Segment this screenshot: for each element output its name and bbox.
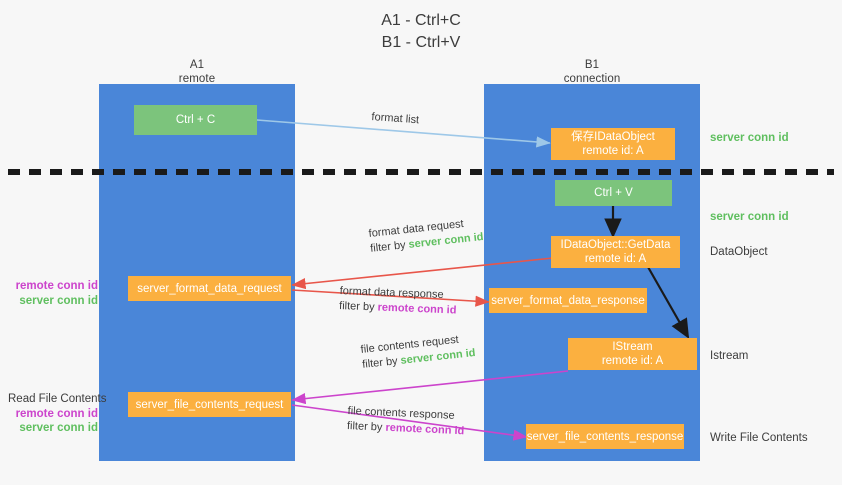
lane-header-a1: A1 remote xyxy=(99,58,295,86)
box-server-format-data-response[interactable]: server_format_data_response xyxy=(489,288,647,313)
lane-header-b1: B1 connection xyxy=(484,58,700,86)
left-label-remote-conn-id-1: remote conn id xyxy=(15,280,98,292)
box-istream-line1: IStream xyxy=(612,341,653,353)
box-istream-line2: remote id: A xyxy=(601,355,664,367)
box-server-format-data-request-label: server_format_data_request xyxy=(137,282,282,295)
edge-label-fdr-filter-prefix: filter by xyxy=(369,238,410,255)
box-idataobject-top-line1: 保存IDataObject xyxy=(571,131,655,143)
box-ctrl-c-label: Ctrl + C xyxy=(175,114,216,126)
right-label-dataobject: DataObject xyxy=(710,245,768,259)
title-line-1: A1 - Ctrl+C xyxy=(381,12,461,29)
box-idataobject-getdata[interactable]: IDataObject::GetData remote id: A xyxy=(551,236,680,268)
edge-label-fcr-filter-prefix: filter by xyxy=(361,354,402,371)
right-label-server-conn-id-2: server conn id xyxy=(710,210,789,224)
box-server-file-contents-response-label: server_file_contents_response xyxy=(526,430,684,443)
right-label-server-conn-id-1: server conn id xyxy=(710,131,789,145)
right-label-istream: Istream xyxy=(710,349,748,363)
edge-label-format-data-response: format data response filter by remote co… xyxy=(339,284,457,318)
edge-label-file-contents-response: file contents response filter by remote … xyxy=(347,404,466,439)
right-label-istream-text: Istream xyxy=(710,350,749,362)
box-ctrl-v[interactable]: Ctrl + V xyxy=(555,180,672,206)
edge-label-fdresp-filter-value: remote conn id xyxy=(377,301,457,317)
box-idataobject-getdata-line1: IDataObject::GetData xyxy=(560,239,671,251)
box-idataobject-getdata-line2: remote id: A xyxy=(584,253,647,265)
edge-label-fcresp-filter-value: remote conn id xyxy=(385,421,465,438)
box-istream[interactable]: IStream remote id: A xyxy=(568,338,697,370)
title-line-2: B1 - Ctrl+V xyxy=(381,34,461,51)
lane-b1-title: B1 xyxy=(584,59,600,71)
left-label-remote-conn-id-2: remote conn id xyxy=(15,407,98,420)
edge-label-fcresp-filter-prefix: filter by xyxy=(346,419,386,434)
box-idataobject-top[interactable]: 保存IDataObject remote id: A xyxy=(551,128,675,160)
edge-label-format-list-text: format list xyxy=(371,110,420,127)
page-title: A1 - Ctrl+C B1 - Ctrl+V xyxy=(0,10,842,54)
edge-label-format-data-request: format data request filter by server con… xyxy=(368,215,484,257)
box-server-format-data-response-label: server_format_data_response xyxy=(491,294,645,307)
lane-a1-title: A1 xyxy=(189,59,205,71)
left-label-read-file-contents-group: Read File Contents remote conn id server… xyxy=(8,392,107,436)
right-label-write-file-contents: Write File Contents xyxy=(710,431,808,445)
lane-b1-subtitle: connection xyxy=(563,73,621,85)
right-label-server-conn-id-2-text: server conn id xyxy=(710,211,789,223)
edge-label-file-contents-request: file contents request filter by server c… xyxy=(360,331,476,373)
left-label-read-file-contents: Read File Contents xyxy=(8,393,107,405)
edge-label-format-data-response-line2: filter by remote conn id xyxy=(339,299,457,318)
box-ctrl-c[interactable]: Ctrl + C xyxy=(134,105,257,135)
box-server-file-contents-response[interactable]: server_file_contents_response xyxy=(526,424,684,449)
left-label-server-conn-id-2: server conn id xyxy=(19,422,98,434)
box-idataobject-top-line2: remote id: A xyxy=(582,145,644,157)
box-ctrl-v-label: Ctrl + V xyxy=(594,187,633,199)
box-server-format-data-request[interactable]: server_format_data_request xyxy=(128,276,291,301)
right-label-server-conn-id-1-text: server conn id xyxy=(710,132,789,144)
right-label-dataobject-text: DataObject xyxy=(710,246,768,258)
left-label-server-conn-id-1: server conn id xyxy=(19,294,98,307)
lane-a1-subtitle: remote xyxy=(178,73,216,85)
box-server-file-contents-request-label: server_file_contents_request xyxy=(135,398,284,411)
right-label-write-file-contents-text: Write File Contents xyxy=(710,432,808,444)
box-server-file-contents-request[interactable]: server_file_contents_request xyxy=(128,392,291,417)
edge-label-fdresp-filter-prefix: filter by xyxy=(338,299,378,314)
edge-label-format-list: format list xyxy=(371,110,420,128)
left-label-conn-ids-format: remote conn id server conn id xyxy=(10,279,98,308)
